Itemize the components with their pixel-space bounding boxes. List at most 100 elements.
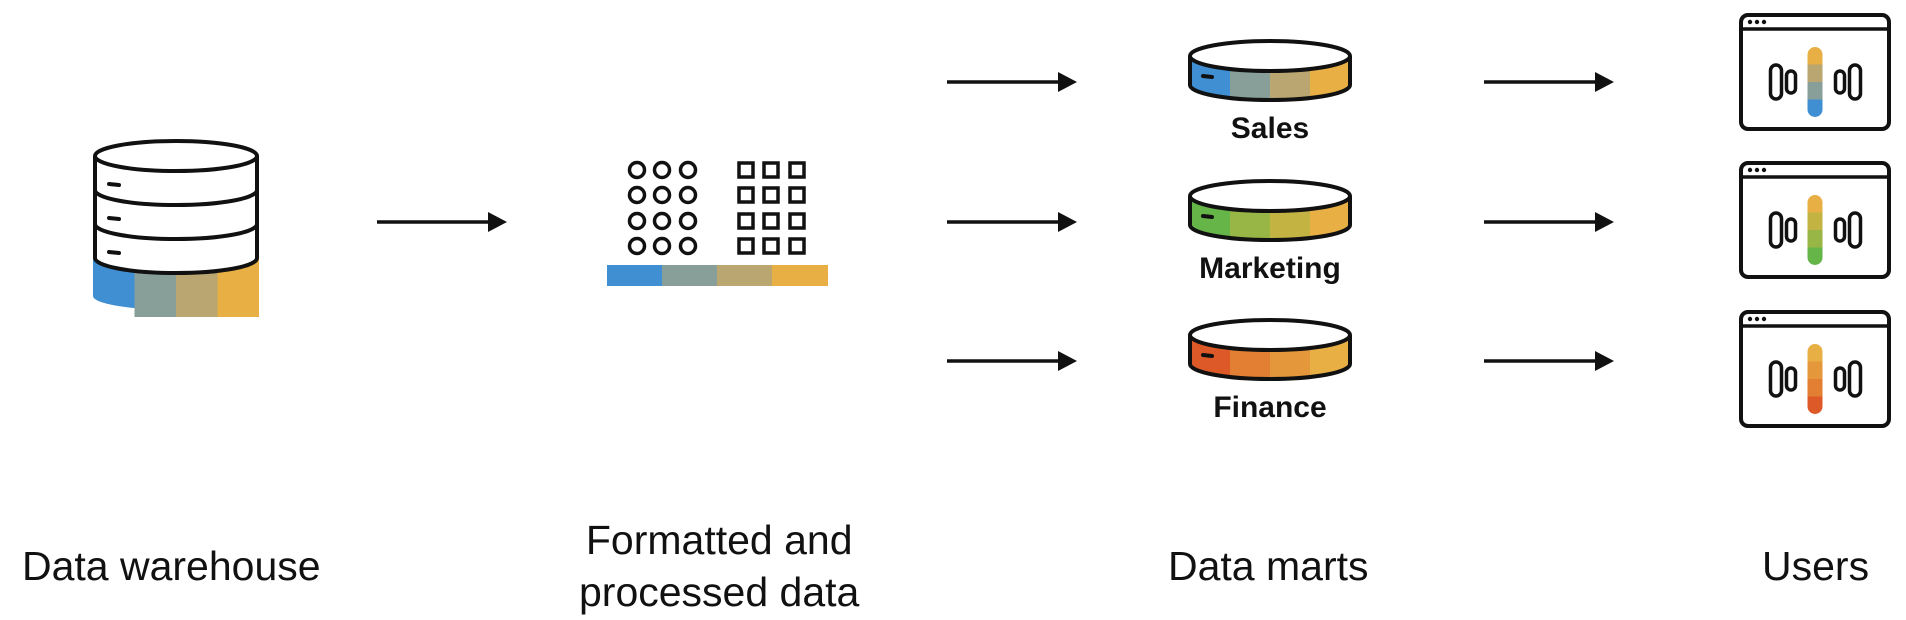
chart-pill: [1784, 69, 1798, 95]
grid-dot: [627, 211, 647, 231]
right-arrow-icon: [1484, 351, 1614, 371]
grid-square: [762, 237, 780, 255]
stage-label-marts: Data marts: [1168, 543, 1369, 589]
window-dot: [1761, 316, 1767, 322]
dashboard-window-icon: [1739, 161, 1891, 279]
processed-band-segment: [607, 265, 662, 286]
chart-color-bar: [1807, 47, 1823, 117]
chart-bar-segment: [1807, 212, 1823, 231]
right-arrow-icon: [1484, 212, 1614, 232]
mart-tick: [1201, 214, 1214, 219]
arrows: [377, 72, 1614, 371]
right-arrow-icon: [947, 212, 1077, 232]
right-arrow-icon: [947, 351, 1077, 371]
grid-square: [762, 186, 780, 204]
mart-sales: Sales: [1188, 39, 1352, 145]
window-dot: [1754, 316, 1760, 322]
grid-dot: [652, 185, 672, 205]
chart-pill: [1784, 366, 1798, 392]
grid-square: [788, 186, 806, 204]
grid-dot: [627, 160, 647, 180]
chart-pill: [1768, 63, 1784, 101]
chart-pill: [1784, 217, 1798, 243]
chart-pill: [1833, 69, 1847, 95]
dots-and-squares-grid-icon: [627, 160, 806, 256]
mart-marketing: Marketing: [1188, 179, 1352, 285]
chart-bar-segment: [1807, 64, 1823, 83]
chart-bar-segment: [1807, 82, 1823, 100]
mart-top: [1188, 179, 1352, 213]
window-dot: [1761, 19, 1767, 25]
stage-label-users: Users: [1762, 543, 1870, 589]
mart-outline: [1188, 335, 1352, 381]
users-group: [1739, 13, 1891, 428]
grid-dot: [678, 160, 698, 180]
chart-bar-segment: [1807, 99, 1823, 117]
grid-square: [762, 161, 780, 179]
grid-square: [737, 161, 755, 179]
dashboard-window-icon: [1739, 13, 1891, 131]
chart-bar-segment: [1807, 344, 1823, 362]
grid-square: [737, 186, 755, 204]
window-dot: [1747, 316, 1753, 322]
chart-bar-segment: [1807, 396, 1823, 414]
grid-square: [788, 161, 806, 179]
database-stack-icon: [93, 139, 259, 317]
window-dot: [1761, 167, 1767, 173]
mart-label: Sales: [1231, 112, 1309, 145]
grid-dot: [678, 185, 698, 205]
chart-pill: [1768, 360, 1784, 398]
grid-dot: [678, 236, 698, 256]
chart-bar-segment: [1807, 247, 1823, 265]
mart-tick: [1201, 353, 1214, 358]
grid-dot: [652, 236, 672, 256]
mart-top: [1188, 39, 1352, 73]
window-dot: [1747, 19, 1753, 25]
right-arrow-icon: [1484, 72, 1614, 92]
mart-outline: [1188, 196, 1352, 242]
chart-bar-segment: [1807, 361, 1823, 380]
processed-band-segment: [662, 265, 717, 286]
processed-band-segment: [717, 265, 772, 286]
mart-top: [1188, 318, 1352, 352]
chart-pill: [1833, 366, 1847, 392]
grid-square: [737, 212, 755, 230]
grid-dot: [652, 160, 672, 180]
processed-band: [607, 265, 828, 286]
dashboard-window-icon: [1739, 310, 1891, 428]
mart-label: Finance: [1213, 391, 1326, 424]
chart-bar-segment: [1807, 47, 1823, 65]
grid-square: [762, 212, 780, 230]
stage-label-warehouse: Data warehouse: [22, 543, 321, 589]
stage-label-processed: Formatted and processed data: [579, 514, 859, 619]
grid-dot: [627, 236, 647, 256]
mart-outline: [1188, 56, 1352, 102]
chart-pill: [1847, 211, 1863, 249]
grid-dot: [678, 211, 698, 231]
chart-color-bar: [1807, 195, 1823, 265]
right-arrow-icon: [947, 72, 1077, 92]
chart-bar-segment: [1807, 230, 1823, 248]
right-arrow-icon: [377, 212, 507, 232]
chart-bar-segment: [1807, 379, 1823, 397]
chart-pill: [1847, 63, 1863, 101]
grid-dot: [652, 211, 672, 231]
grid-square: [737, 237, 755, 255]
window-dot: [1754, 167, 1760, 173]
chart-bar-segment: [1807, 195, 1823, 213]
processed-band-segment: [772, 265, 828, 286]
mart-label: Marketing: [1199, 252, 1341, 285]
stage-label-processed-line1: Formatted and: [585, 517, 853, 563]
grid-square: [788, 237, 806, 255]
mart-finance: Finance: [1188, 318, 1352, 424]
chart-pill: [1833, 217, 1847, 243]
window-dot: [1754, 19, 1760, 25]
chart-pill: [1768, 211, 1784, 249]
window-dot: [1747, 167, 1753, 173]
grid-dot: [627, 185, 647, 205]
mart-tick: [1201, 74, 1214, 79]
chart-pill: [1847, 360, 1863, 398]
stage-label-processed-line2: processed data: [579, 569, 860, 616]
